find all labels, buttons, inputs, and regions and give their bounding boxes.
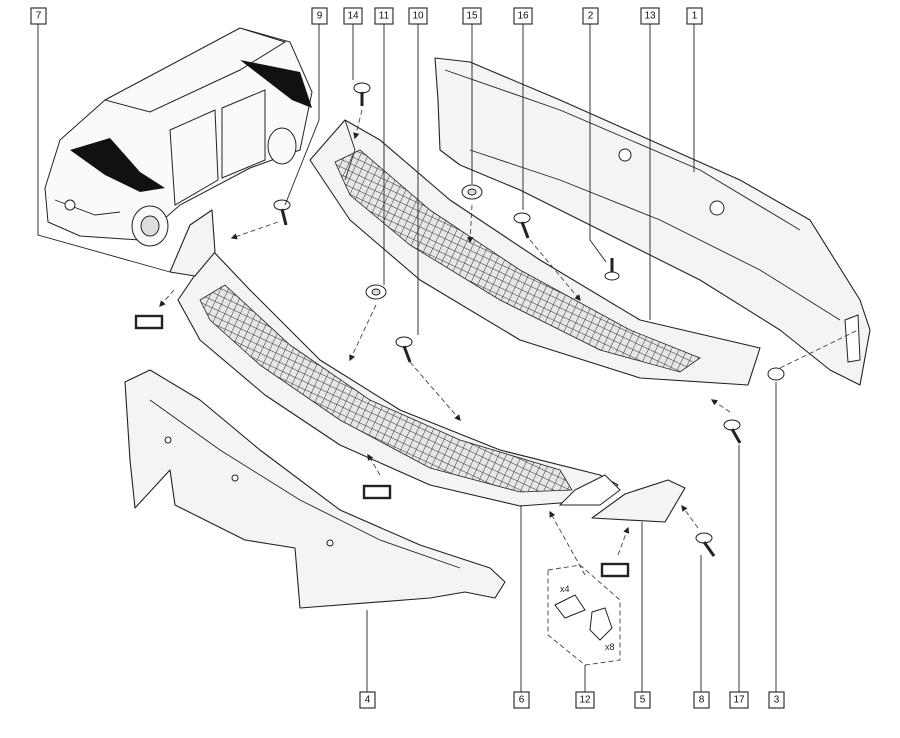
ref-symbol-icon: [600, 562, 630, 578]
screw-14-icon: [353, 82, 371, 106]
callout-12: 12: [575, 691, 595, 709]
reference-symbols: [134, 314, 630, 578]
leader-lines: [37, 24, 777, 692]
part-7-end-cap: [169, 209, 216, 277]
ref-symbol-icon: [134, 314, 164, 330]
svg-text:8: 8: [699, 695, 705, 706]
callout-11: 11: [374, 7, 394, 25]
callout-13: 13: [640, 7, 660, 25]
bushing-11-icon: [365, 284, 387, 300]
svg-text:6: 6: [519, 695, 525, 706]
callout-3: 3: [768, 691, 785, 709]
callout-16: 16: [513, 7, 533, 25]
svg-text:1: 1: [692, 11, 698, 22]
svg-text:7: 7: [36, 11, 42, 22]
callout-9: 9: [311, 7, 328, 25]
screw-9-icon: [273, 199, 291, 226]
callout-17: 17: [729, 691, 749, 709]
svg-text:15: 15: [466, 11, 478, 22]
svg-text:10: 10: [412, 11, 424, 22]
callout-14: 14: [343, 7, 363, 25]
callout-15: 15: [462, 7, 482, 25]
callout-2: 2: [582, 7, 599, 25]
svg-text:12: 12: [579, 695, 591, 706]
screw-10-icon: [395, 336, 413, 363]
callout-4: 4: [359, 691, 376, 709]
svg-text:5: 5: [640, 695, 646, 706]
fasteners: [273, 82, 785, 557]
clip-kit-12: x4 x8: [547, 564, 621, 666]
part-5-end-cap: [591, 479, 686, 523]
part-6-lower-grille: [177, 249, 621, 507]
svg-text:14: 14: [347, 11, 359, 22]
part-1-cowl-panel: [434, 57, 871, 386]
qty-x8-label: x8: [605, 642, 615, 652]
svg-text:3: 3: [774, 695, 780, 706]
svg-text:4: 4: [365, 695, 371, 706]
callout-7: 7: [30, 7, 47, 25]
svg-text:9: 9: [317, 11, 323, 22]
vehicle-illustration: [44, 27, 313, 247]
screw-17-icon: [723, 419, 742, 444]
callouts: 7 9 14 11 10 15 16 2 13 1 4 6 12 5 8 17 …: [30, 7, 785, 709]
svg-text:17: 17: [733, 695, 745, 706]
assembly-arrows: [159, 109, 859, 576]
screw-2-icon: [604, 258, 620, 281]
ref-symbol-icon: [362, 484, 392, 500]
svg-text:11: 11: [379, 11, 390, 22]
callout-6: 6: [513, 691, 530, 709]
screw-8-icon: [695, 532, 716, 557]
screw-16-icon: [513, 212, 531, 239]
callout-10: 10: [408, 7, 428, 25]
callout-5: 5: [634, 691, 651, 709]
svg-text:2: 2: [588, 11, 594, 22]
clip-3-icon: [767, 367, 785, 381]
part-4-lower-panel: [124, 369, 506, 609]
svg-text:16: 16: [517, 11, 529, 22]
bushing-15-icon: [461, 184, 483, 200]
qty-x4-label: x4: [560, 584, 570, 594]
callout-8: 8: [693, 691, 710, 709]
svg-text:13: 13: [644, 11, 656, 22]
callout-1: 1: [686, 7, 703, 25]
